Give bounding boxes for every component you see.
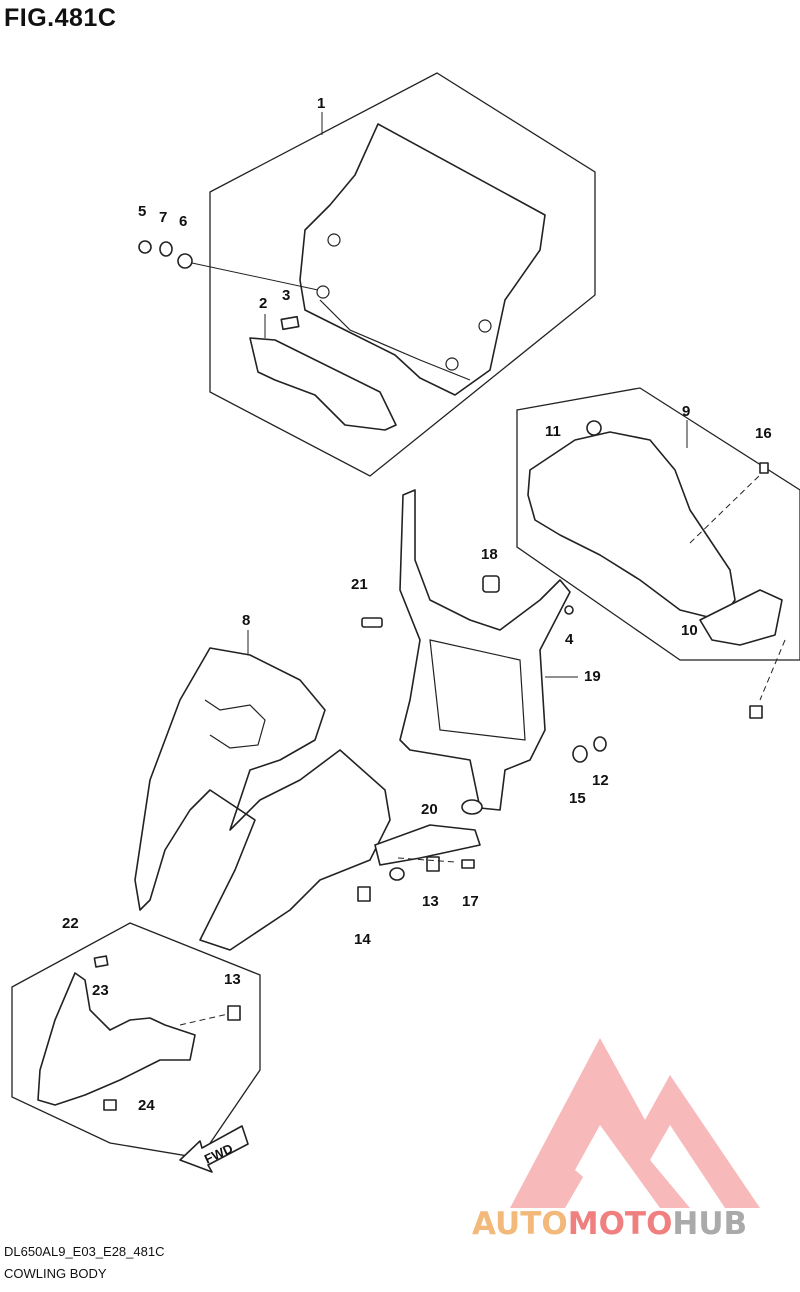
windscreen-hole-4 <box>445 357 459 371</box>
meter-cover-part-10 <box>699 589 783 646</box>
part-number-5: 5 <box>138 203 146 220</box>
part-number-2: 2 <box>259 295 267 312</box>
watermark-part-hub: HUB <box>672 1206 748 1242</box>
cushion-part-18 <box>482 575 500 593</box>
screw-part-5 <box>138 240 152 254</box>
lower-cowling-part-22 <box>37 972 196 1106</box>
fastener-lead-line <box>191 262 319 291</box>
part-number-8: 8 <box>242 612 250 629</box>
part-number-20: 20 <box>421 801 438 818</box>
cowling-inner-line <box>204 699 266 749</box>
clip-nut-part-13 <box>426 856 440 872</box>
meter-cover-group-box <box>516 387 800 661</box>
bolt-part-12 <box>593 736 607 752</box>
windscreen-group-box <box>209 72 596 477</box>
grommet-part-6 <box>177 253 193 269</box>
diagram-code: DL650AL9_E03_E28_481C <box>4 1244 165 1259</box>
grommet-part-11 <box>586 420 602 436</box>
windscreen-hole-3 <box>478 319 492 333</box>
part-number-16: 16 <box>755 425 772 442</box>
part-number-17: 17 <box>462 893 479 910</box>
automotohub-watermark-text: AUTOMOTOHUB <box>472 1206 747 1242</box>
part-number-22: 22 <box>62 915 79 932</box>
figure-title: FIG.481C <box>4 4 117 32</box>
part-number-24: 24 <box>138 1097 155 1114</box>
bolt-part-21 <box>361 617 383 628</box>
nut-part-4 <box>564 605 574 615</box>
part-number-21: 21 <box>351 576 368 593</box>
watermark-part-moto: MOTO <box>567 1206 673 1242</box>
part-number-13: 13 <box>422 893 439 910</box>
part-number-9: 9 <box>682 403 690 420</box>
part-10-lead <box>759 639 786 701</box>
lower-cowling-group-box <box>11 922 261 1159</box>
automotohub-logo-mark <box>510 1038 760 1208</box>
cushion-part-20 <box>461 799 483 815</box>
part-number-1: 1 <box>317 95 325 112</box>
screw-part-17 <box>461 859 475 869</box>
washer-part-7 <box>159 241 173 257</box>
part-number-13-lower: 13 <box>224 971 241 988</box>
screw-left-part <box>389 867 405 881</box>
cowling-body-part-8 <box>134 647 391 951</box>
windscreen-edge-line <box>319 299 471 381</box>
bracket-inner-line <box>429 639 526 741</box>
label-part-3 <box>280 315 300 331</box>
watermark-part-auto: AUTO <box>472 1206 568 1242</box>
part-number-12: 12 <box>592 772 609 789</box>
part-number-15: 15 <box>569 790 586 807</box>
part-number-7: 7 <box>159 209 167 226</box>
windscreen-part <box>299 123 546 396</box>
part-number-3: 3 <box>282 287 290 304</box>
label-part-23 <box>93 955 109 968</box>
clip-nut-part-13-lower <box>227 1005 241 1021</box>
part-9-lead <box>689 474 761 544</box>
part-number-18: 18 <box>481 546 498 563</box>
bracket-part-19 <box>399 489 571 811</box>
clip-part-14 <box>357 886 371 902</box>
part-number-14: 14 <box>354 931 371 948</box>
windscreen-hole-1 <box>327 233 341 247</box>
part-number-10: 10 <box>681 622 698 639</box>
collar-part-15 <box>572 745 588 763</box>
diagram-name: COWLING BODY <box>4 1266 107 1281</box>
part-number-19: 19 <box>584 668 601 685</box>
part-number-11: 11 <box>545 423 561 440</box>
part-13-lower-lead <box>179 1013 229 1026</box>
screw-part-16 <box>759 462 769 474</box>
forward-direction-arrow: FWD <box>179 1125 249 1173</box>
part-number-4: 4 <box>565 631 574 648</box>
part-number-23: 23 <box>92 982 109 999</box>
cowling-side-bracket <box>374 824 481 866</box>
clip-nut-part-24 <box>103 1099 117 1111</box>
windscreen-hole-2 <box>316 285 330 299</box>
part-number-6: 6 <box>179 213 187 230</box>
fastener-bottom-right <box>749 705 763 719</box>
garnish-part-2 <box>249 337 397 431</box>
